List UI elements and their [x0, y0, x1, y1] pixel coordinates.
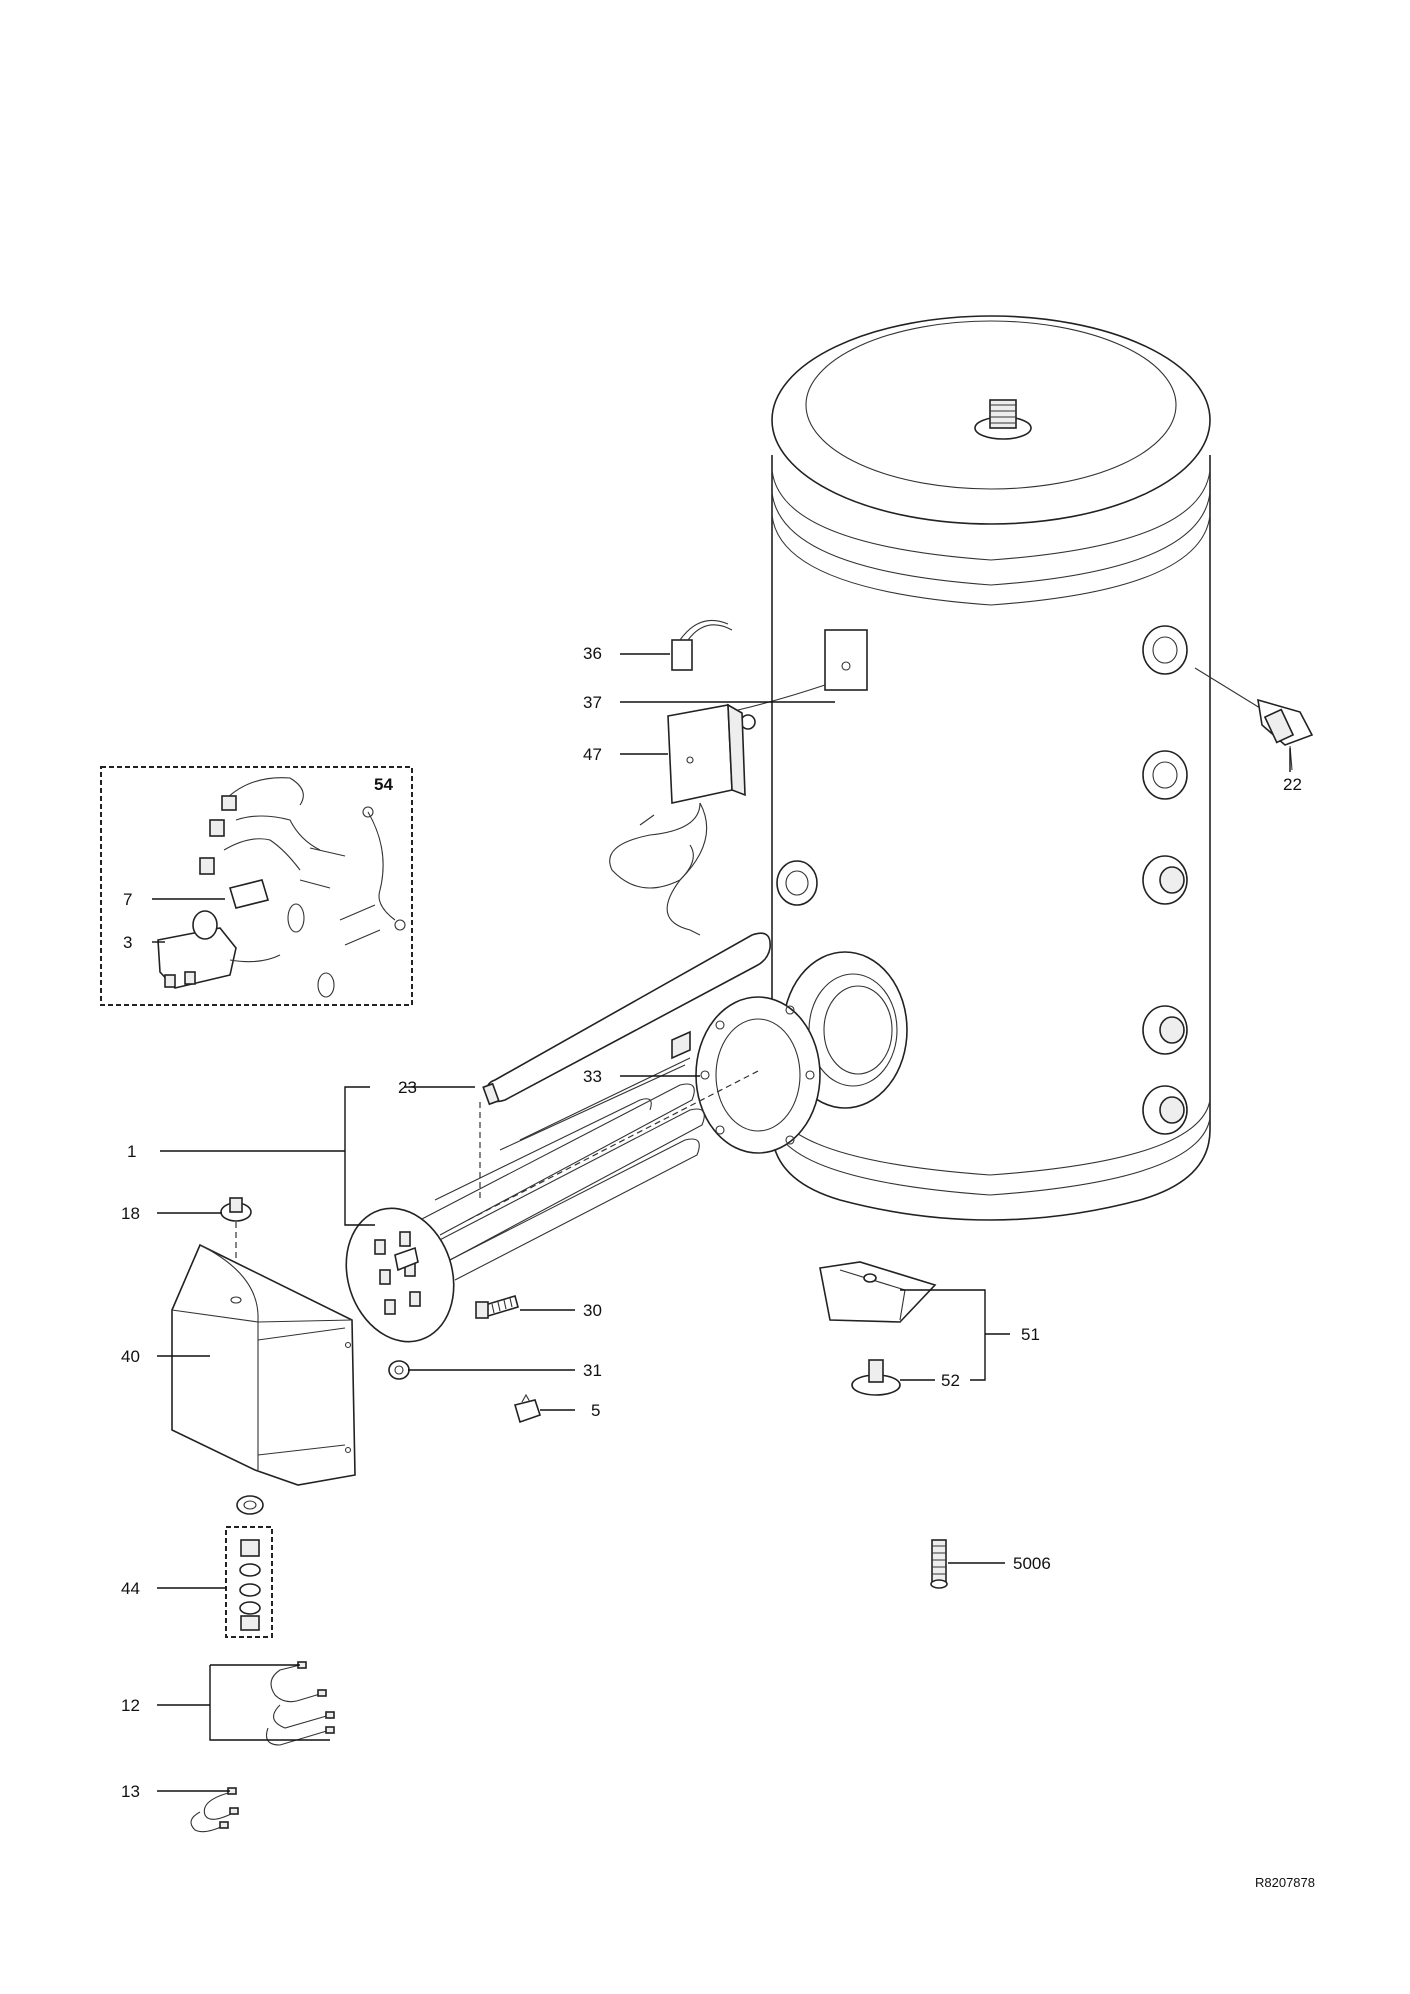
- callout-44: 44: [121, 1579, 140, 1598]
- callout-12: 12: [121, 1696, 140, 1715]
- clip: [513, 1393, 542, 1424]
- gasket: [695, 996, 821, 1154]
- callout-52: 52: [941, 1371, 960, 1390]
- leader-lines: [152, 653, 1010, 1792]
- callout-30: 30: [583, 1301, 602, 1320]
- thermostat-unit: [157, 910, 281, 989]
- callout-5: 5: [591, 1401, 600, 1420]
- wire-set-12: [265, 1661, 335, 1746]
- callout-40: 40: [121, 1347, 140, 1366]
- foot-bracket: [819, 1261, 937, 1323]
- gland-kit: [225, 1495, 273, 1638]
- callout-7: 7: [123, 890, 132, 909]
- drawing-reference: R8207878: [1255, 1875, 1315, 1890]
- callout-22: 22: [1283, 775, 1302, 794]
- callout-36: 36: [583, 644, 602, 663]
- callout-33: 33: [583, 1067, 602, 1086]
- wire-set-13: [190, 1787, 239, 1833]
- foot-screw: [851, 1359, 901, 1396]
- terminal-cover: [171, 1243, 356, 1486]
- callout-18: 18: [121, 1204, 140, 1223]
- element-terminals: [374, 1231, 421, 1315]
- nut: [388, 1360, 410, 1380]
- fixing-screw-5006: [930, 1539, 948, 1589]
- callout-23: 23: [398, 1078, 417, 1097]
- anode-rod: [482, 932, 771, 1106]
- callout-5006: 5006: [1013, 1554, 1051, 1573]
- thermostat-group: [609, 619, 826, 936]
- side-ports: [776, 625, 1188, 1135]
- callout-3: 3: [123, 933, 132, 952]
- callout-47: 47: [583, 745, 602, 764]
- callout-labels: 36 37 47 54 22 7 3 33 23 1 18 30 51 40 3…: [121, 644, 1302, 1801]
- screw: [475, 1294, 519, 1319]
- callout-37: 37: [583, 693, 602, 712]
- cylinder-tank: [771, 315, 1211, 1221]
- callout-31: 31: [583, 1361, 602, 1380]
- assembly-axis: [467, 1069, 761, 1221]
- cover-cap: [220, 1197, 252, 1222]
- callout-1: 1: [127, 1142, 136, 1161]
- top-fitting: [974, 399, 1032, 440]
- wiring-kit-box: [100, 766, 413, 1006]
- label-plate: [824, 629, 868, 691]
- callout-51: 51: [1021, 1325, 1040, 1344]
- sensor-probe: [1194, 667, 1314, 771]
- immersion-element: [345, 1030, 705, 1343]
- callout-54: 54: [374, 775, 393, 794]
- callout-13: 13: [121, 1782, 140, 1801]
